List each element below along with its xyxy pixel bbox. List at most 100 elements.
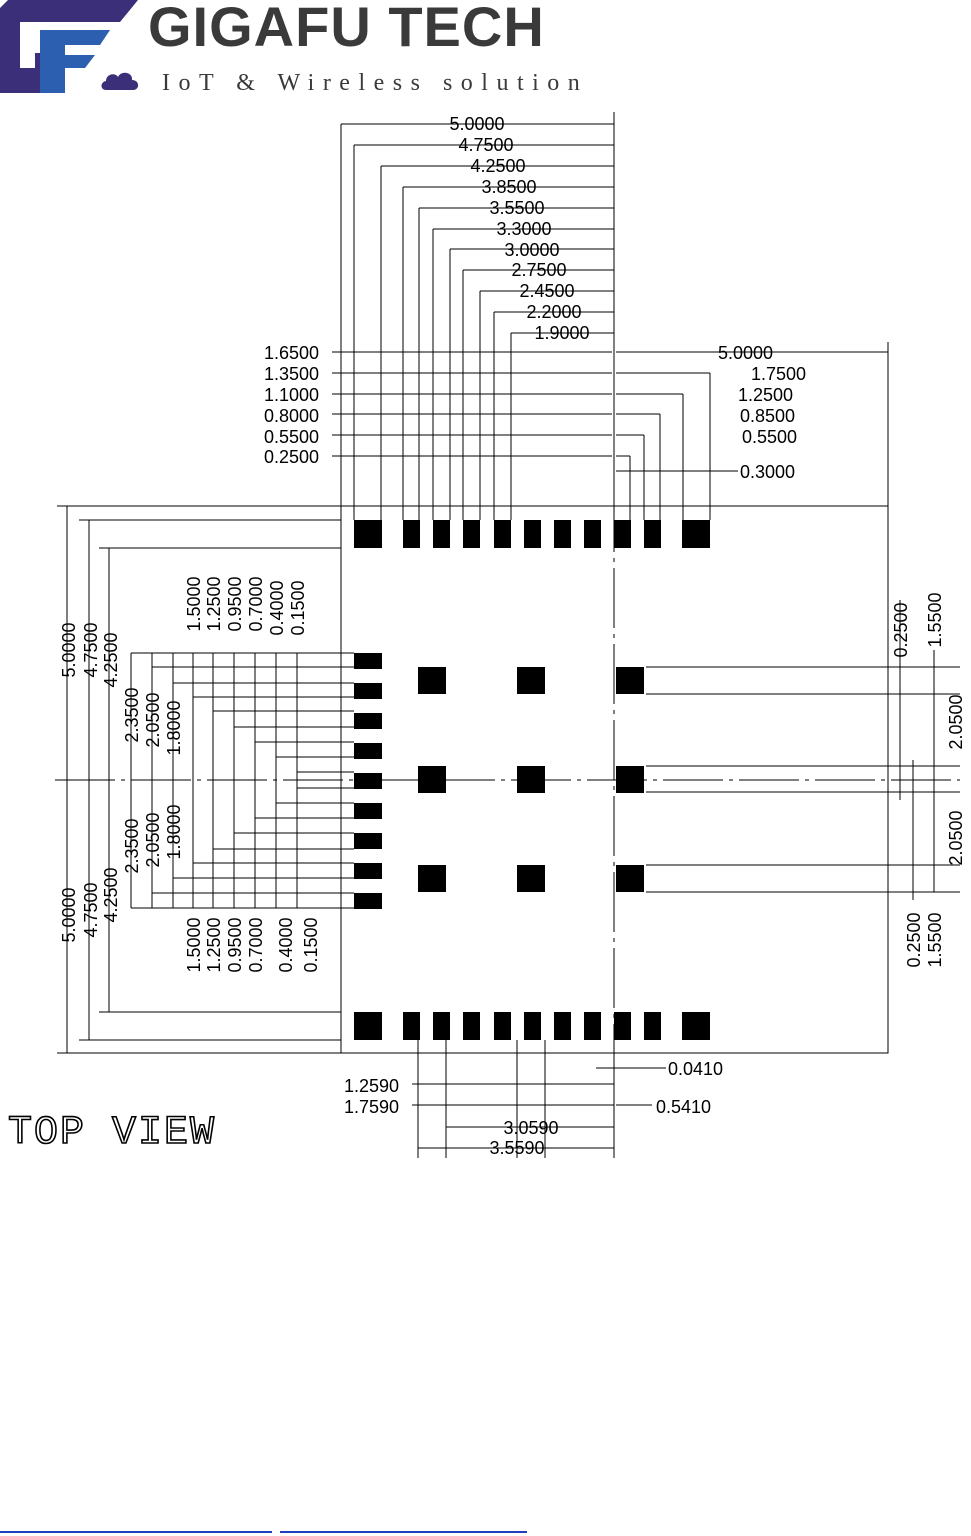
dim-label: 5.0000 (718, 343, 773, 363)
dim-label: 2.4500 (519, 281, 574, 301)
dim-label: 3.8500 (481, 177, 536, 197)
dim-label: 4.7500 (458, 135, 513, 155)
pad-top (463, 520, 480, 548)
pad-top (614, 520, 631, 548)
dim-label: 2.2000 (526, 302, 581, 322)
pad-center (418, 667, 446, 694)
pad-bottom (644, 1012, 661, 1040)
dim-label: 1.5000 (184, 917, 204, 972)
dim-label: 0.5500 (742, 427, 797, 447)
dim-label: 0.8500 (740, 406, 795, 426)
dim-label: 1.5500 (925, 592, 945, 647)
pad-center (616, 667, 644, 694)
dim-label: 3.3000 (496, 219, 551, 239)
dim-label: 1.8000 (164, 700, 184, 755)
dim-label: 1.5500 (925, 912, 945, 967)
pads (354, 520, 710, 1040)
dim-label: 0.2500 (891, 602, 911, 657)
dim-label: 5.0000 (59, 622, 79, 677)
dim-label: 0.4000 (276, 917, 296, 972)
dim-label: 4.2500 (470, 156, 525, 176)
pad-center (517, 667, 545, 694)
dim-label: 2.3500 (122, 687, 142, 742)
dim-label: 1.7500 (751, 364, 806, 384)
pad-bottom (463, 1012, 480, 1040)
dim-label: 0.2500 (264, 447, 319, 467)
dimension-labels: 5.0000 4.7500 4.2500 3.8500 3.5500 3.300… (59, 114, 966, 1158)
dim-label: 0.7000 (246, 917, 266, 972)
pad-left (354, 773, 382, 789)
gf-logo-icon (0, 0, 138, 93)
pad-left (354, 803, 382, 819)
pad-left (354, 743, 382, 759)
pad-center (616, 766, 644, 793)
dim-label: 0.1500 (301, 917, 321, 972)
dim-label: 0.7000 (246, 576, 266, 631)
dim-label: 2.0500 (946, 810, 966, 865)
dim-label: 0.5500 (264, 427, 319, 447)
dim-label: 1.8000 (164, 804, 184, 859)
dim-label: 1.2500 (738, 385, 793, 405)
pad-center (418, 766, 446, 793)
pad-top (682, 520, 710, 548)
dim-label: 0.0410 (668, 1059, 723, 1079)
dim-label: 0.1500 (288, 580, 308, 635)
dim-label: 1.2590 (344, 1076, 399, 1096)
dim-label: 2.0500 (946, 694, 966, 749)
dim-label: 0.8000 (264, 406, 319, 426)
pad-top (494, 520, 511, 548)
company-logo: GIGAFU TECH IoT & Wireless solution (0, 0, 600, 100)
pad-bottom (524, 1012, 541, 1040)
pad-top (403, 520, 420, 548)
pad-left (354, 893, 382, 909)
dim-label: 1.6500 (264, 343, 319, 363)
dim-label: 1.5000 (184, 576, 204, 631)
dim-label: 1.3500 (264, 364, 319, 384)
pad-left (354, 683, 382, 699)
dim-label: 5.0000 (59, 887, 79, 942)
dim-label: 0.5410 (656, 1097, 711, 1117)
brand-tagline: IoT & Wireless solution (162, 70, 589, 96)
bottom-link-2[interactable] (280, 1531, 527, 1533)
dim-label: 4.7500 (81, 622, 101, 677)
dim-label: 3.5590 (489, 1138, 544, 1158)
pad-top (354, 520, 382, 548)
pad-bottom (433, 1012, 450, 1040)
dim-label: 0.3000 (740, 462, 795, 482)
brand-name: GIGAFU TECH (148, 0, 545, 58)
dim-label: 1.9000 (534, 323, 589, 343)
pad-top (554, 520, 571, 548)
dim-label: 0.9500 (225, 576, 245, 631)
pad-left (354, 653, 382, 669)
dim-label: 4.2500 (101, 632, 121, 687)
pad-bottom (494, 1012, 511, 1040)
dim-label: 1.1000 (264, 385, 319, 405)
pad-left (354, 863, 382, 879)
pad-top (524, 520, 541, 548)
pad-center (418, 865, 446, 892)
pad-center (517, 865, 545, 892)
dim-label: 1.2500 (204, 917, 224, 972)
dim-label: 4.7500 (81, 882, 101, 937)
dim-label: 2.0500 (143, 692, 163, 747)
view-label: TOP VIEW (8, 1111, 216, 1156)
pad-bottom (584, 1012, 601, 1040)
pad-top (433, 520, 450, 548)
dim-label: 0.4000 (267, 580, 287, 635)
dim-label: 2.0500 (143, 812, 163, 867)
dim-label: 2.7500 (511, 260, 566, 280)
pad-bottom (554, 1012, 571, 1040)
dim-label: 2.3500 (122, 818, 142, 873)
bottom-link-1[interactable] (0, 1531, 272, 1533)
dim-label: 3.0590 (503, 1118, 558, 1138)
pad-bottom (354, 1012, 382, 1040)
pad-left (354, 713, 382, 729)
pad-center (616, 865, 644, 892)
dim-label: 1.7590 (344, 1097, 399, 1117)
pad-top (584, 520, 601, 548)
pad-top (644, 520, 661, 548)
dim-label: 0.2500 (904, 912, 924, 967)
dim-label: 4.2500 (101, 867, 121, 922)
pad-bottom (682, 1012, 710, 1040)
dimension-lines (57, 112, 960, 1158)
